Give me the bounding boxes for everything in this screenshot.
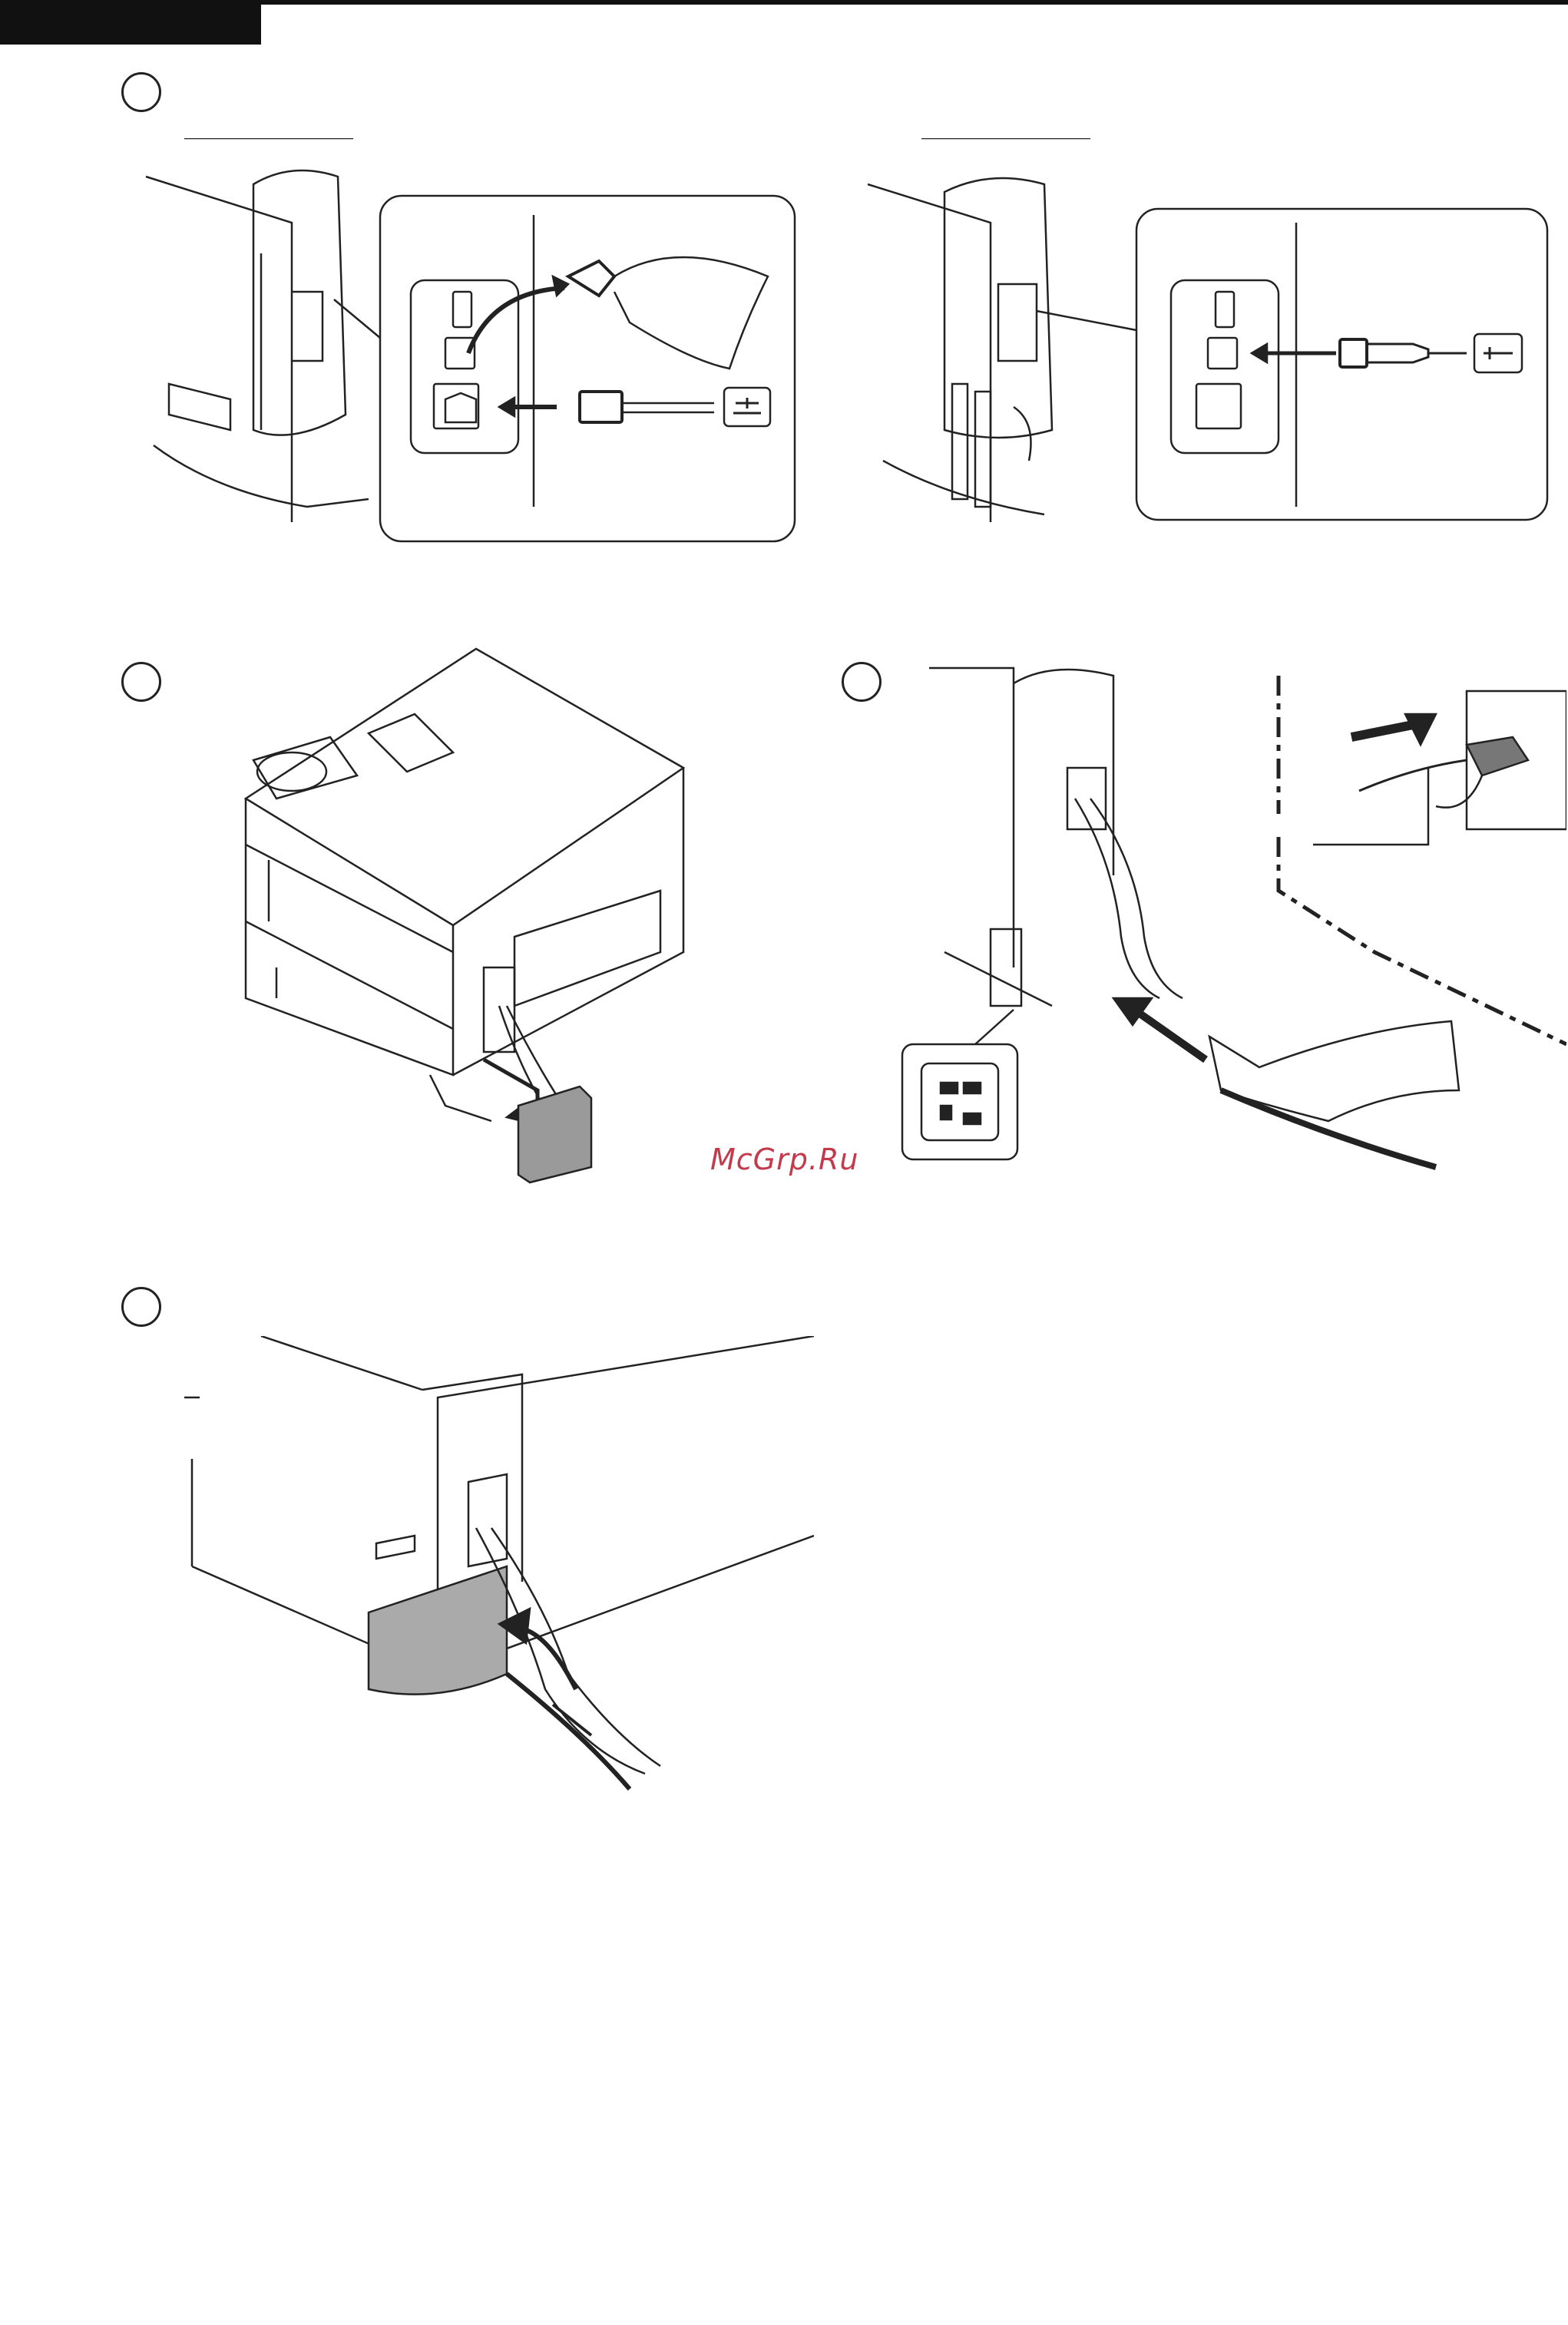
step-marker-4 [121,1287,161,1327]
header-tab [0,0,261,45]
step-marker-2 [121,662,161,702]
usb-port-connection-illustration [860,138,1551,553]
cable-cover-attach-illustration [184,1336,814,1797]
step-marker-3 [842,662,882,702]
watermark-text: McGrp.Ru [710,1143,858,1176]
power-cord-connection-illustration [898,660,1566,1182]
step-marker-1 [121,72,161,112]
network-port-connection-illustration [138,138,799,553]
cable-cover-removal-illustration [230,645,706,1198]
